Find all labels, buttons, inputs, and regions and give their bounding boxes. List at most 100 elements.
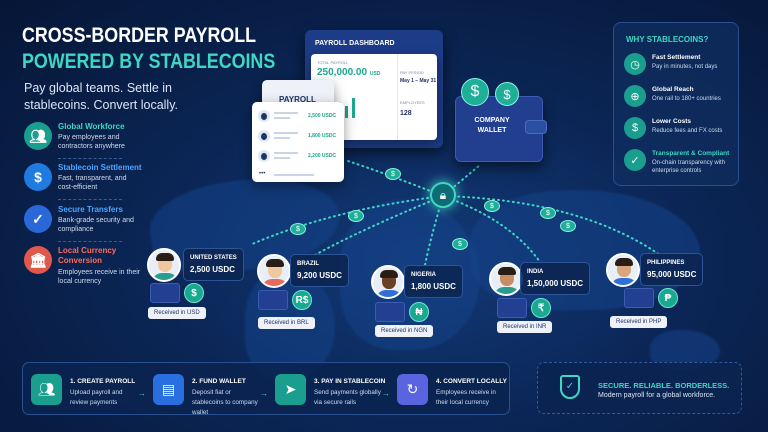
divider [58, 199, 122, 200]
employee-avatar [258, 130, 270, 142]
step-desc: Deposit fiat or stablecoins to company w… [192, 389, 258, 416]
country-amount: 95,000 USDC [647, 270, 697, 279]
wallet-icon [624, 288, 654, 308]
line-us [249, 195, 444, 246]
line-wallet [442, 164, 481, 197]
feature-title: Global Workforce [58, 122, 125, 131]
total-unit: USD [369, 71, 381, 77]
employee-avatar [606, 253, 640, 287]
currency-icon: ₱ [658, 288, 678, 308]
globe-icon: ⊕ [624, 85, 646, 107]
wallet-icon [497, 298, 527, 318]
subtitle: Pay global teams. Settle in stablecoins.… [24, 81, 179, 112]
country-card: UNITED STATES 2,500 USDC [183, 248, 244, 281]
country-card: INDIA 1,50,000 USDC [520, 262, 591, 295]
country-name: PHILIPPINES [647, 260, 685, 266]
payroll-row-amount: 1,800 USDC [308, 133, 337, 139]
usdc-coin-icon: $ [461, 78, 489, 106]
currency-icon: ₹ [531, 298, 551, 318]
feature-desc: Pay employees and contractors anywhere [58, 134, 125, 150]
people-icon: 👥︎ [31, 374, 62, 405]
employees-value: 128 [400, 110, 412, 117]
wallet-icon [150, 283, 180, 303]
employee-avatar [147, 248, 181, 282]
shield-check-icon: ✓ [624, 149, 646, 171]
step-desc: Send payments globally via secure rails [314, 389, 381, 406]
tagline-desc: Modern payroll for a global workforce. [598, 392, 716, 399]
title-line-1: CROSS-BORDER PAYROLL [22, 24, 257, 47]
wallet-clasp [525, 120, 547, 134]
why-item-title: Transparent & Compliant [652, 150, 730, 157]
tagline-title: SECURE. RELIABLE. BORDERLESS. [598, 381, 730, 390]
refresh-icon: ↻ [397, 374, 428, 405]
line-nigeria [424, 195, 444, 266]
payroll-row-amount: 2,500 USDC [308, 113, 337, 119]
tagline-panel: ✓ SECURE. RELIABLE. BORDERLESS. Modern p… [537, 362, 742, 414]
total-payroll-label: TOTAL PAYROLL [317, 60, 349, 65]
arrow-right-icon: → [260, 389, 268, 398]
wallet-icon [258, 290, 288, 310]
received-badge: Received in BRL [258, 317, 315, 329]
people-icon: 👥︎ [24, 122, 52, 150]
why-item-desc: On-chain transparency with enterprise co… [652, 160, 726, 174]
coin-icon: $ [560, 220, 576, 232]
coin-icon: $ [290, 223, 306, 235]
why-item-title: Fast Settlement [652, 54, 701, 61]
lock-icon: 🔒︎ [430, 182, 456, 208]
feature-title: Stablecoin Settlement [58, 163, 142, 172]
arrow-right-icon: → [382, 389, 390, 398]
country-amount: 9,200 USDC [297, 271, 342, 280]
coin-icon: $ [452, 238, 468, 250]
employees-label: EMPLOYEES [400, 100, 425, 105]
why-heading: WHY STABLECOINS? [626, 35, 709, 44]
feature-title: Secure Transfers [58, 205, 123, 214]
country-card: NIGERIA 1,800 USDC [404, 265, 463, 298]
divider [58, 158, 122, 159]
feature-desc: Fast, transparent, and cost-efficient [58, 175, 127, 191]
employee-avatar [258, 110, 270, 122]
step-title: 1. CREATE PAYROLL [70, 378, 136, 385]
coin-icon: $ [385, 168, 401, 180]
why-item-title: Global Reach [652, 86, 694, 93]
currency-icon: ₦ [409, 302, 429, 322]
dashboard-title: PAYROLL DASHBOARD [315, 40, 395, 47]
company-wallet: $ $ COMPANY WALLET [455, 78, 547, 163]
why-item-desc: One rail to 180+ countries [652, 96, 721, 102]
more-icon: ••• [259, 171, 266, 177]
pay-period-label: PAY PERIOD [400, 70, 424, 75]
employee-avatar [257, 254, 291, 288]
coin-icon: $ [540, 207, 556, 219]
country-name: INDIA [527, 269, 544, 275]
payroll-sheet: 2,500 USDC 1,800 USDC 2,200 USDC••• [252, 102, 344, 182]
pay-period-value: May 1 – May 31 [400, 78, 437, 84]
country-amount: 1,800 USDC [411, 282, 456, 291]
line-india [442, 195, 541, 263]
clock-icon: ◷ [624, 53, 646, 75]
employee-avatar [258, 150, 270, 162]
feature-desc: Bank-grade security and compliance [58, 217, 134, 233]
dollar-coin-icon: $ [24, 163, 52, 191]
feature-title: Local Currency Conversion [58, 246, 117, 265]
step-desc: Employees receive in their local currenc… [436, 389, 496, 406]
why-item-title: Lower Costs [652, 118, 692, 125]
country-name: UNITED STATES [190, 255, 237, 261]
total-value: 250,000.00 [317, 67, 368, 78]
received-badge: Received in PHP [610, 316, 668, 328]
paper-plane-icon: ➤ [275, 374, 306, 405]
wallet-icon [375, 302, 405, 322]
title-line-2: POWERED BY STABLECOINS [22, 50, 276, 73]
wallet-label: COMPANY WALLET [474, 117, 510, 134]
dollar-icon: $ [624, 117, 646, 139]
step-title: 4. CONVERT LOCALLY [436, 378, 507, 385]
country-amount: 1,50,000 USDC [527, 279, 584, 288]
currency-icon: $ [184, 283, 204, 303]
payroll-sheet-title: PAYROLL [279, 95, 316, 104]
bank-icon: 🏛︎ [24, 246, 52, 274]
employee-avatar [489, 262, 523, 296]
employee-avatar [371, 265, 405, 299]
divider [58, 241, 122, 242]
shield-check-icon: ✓ [24, 205, 52, 233]
document-check-icon: ▤ [153, 374, 184, 405]
arrow-right-icon: → [138, 389, 146, 398]
